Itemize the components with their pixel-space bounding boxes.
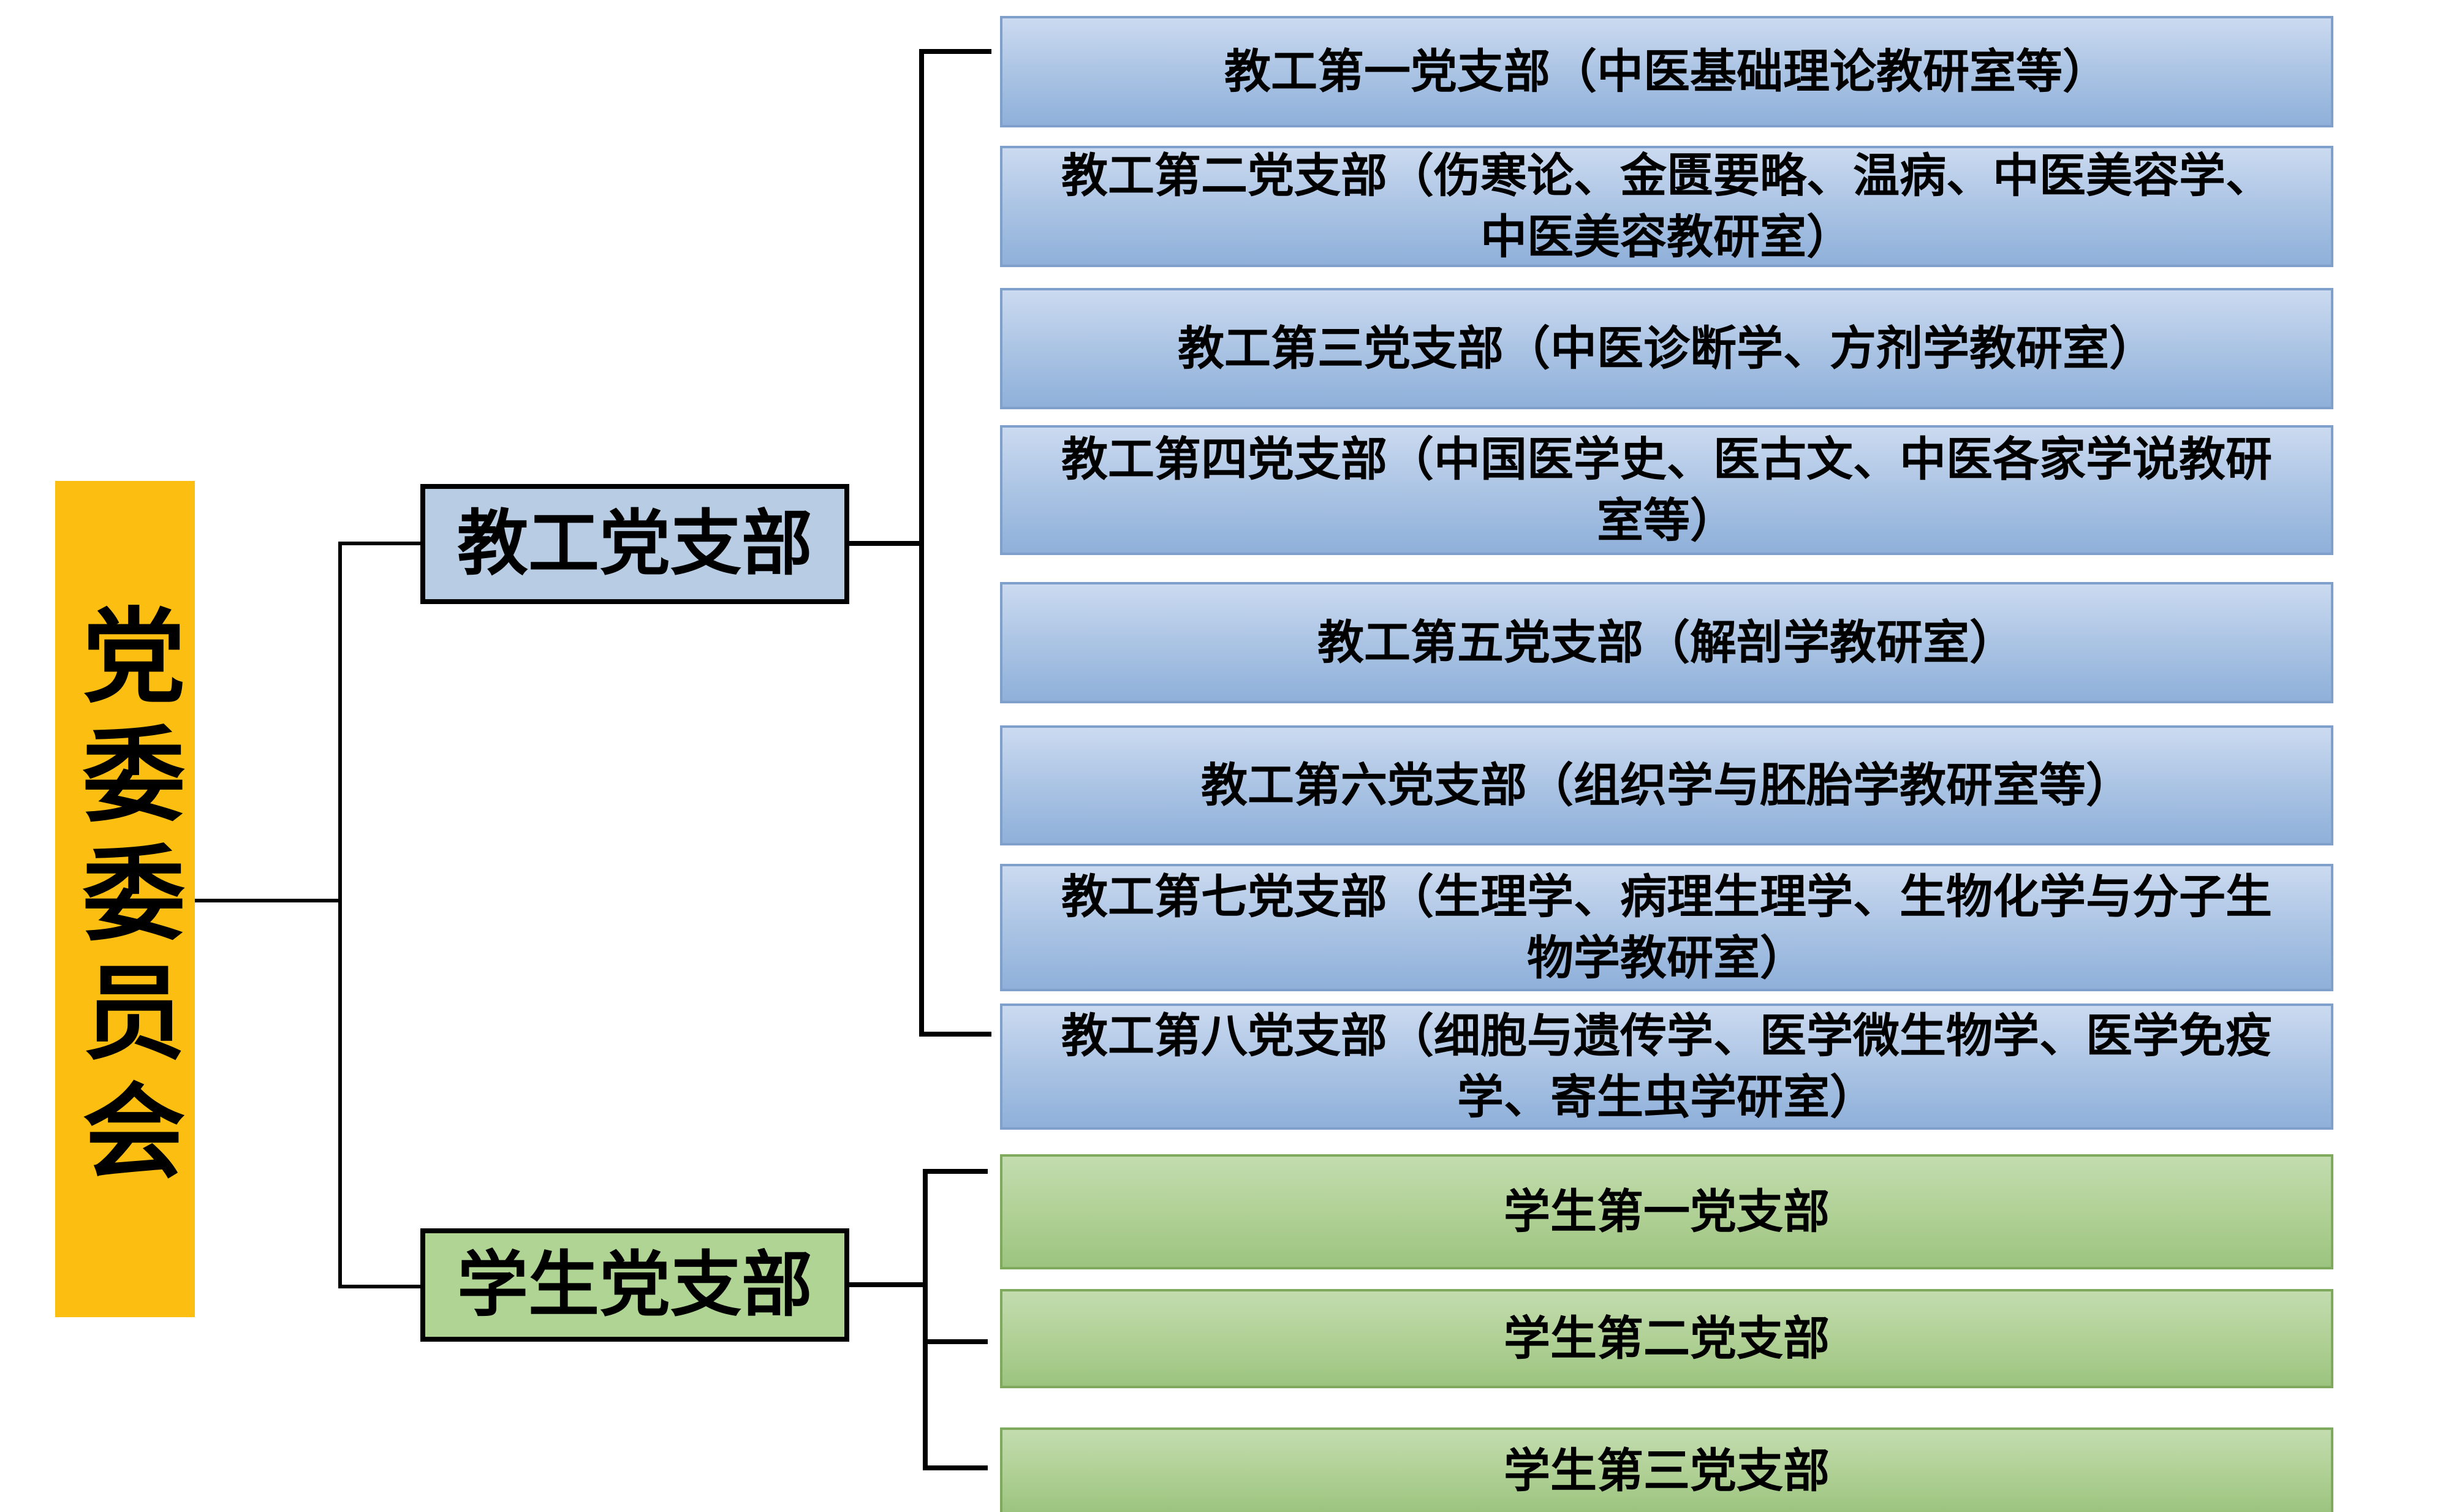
- party-committee-root-box: 党委委员会: [55, 481, 195, 1317]
- connector-student-stub-3: [923, 1465, 988, 1470]
- faculty-branch-box-3: 教工第三党支部（中医诊断学、方剂学教研室）: [1000, 288, 2333, 409]
- student-branch-box-2: 学生第二党支部: [1000, 1289, 2333, 1388]
- student-branch-box-3: 学生第三党支部: [1000, 1427, 2333, 1512]
- connector-to-student-header: [338, 1285, 420, 1288]
- connector-faculty-stub-bottom: [919, 1032, 991, 1037]
- connector-faculty-stub-top: [919, 49, 991, 54]
- connector-faculty-trunk-vertical: [919, 49, 924, 1037]
- student-branch-header-box: 学生党支部: [420, 1228, 849, 1342]
- faculty-branch-box-8: 教工第八党支部（细胞与遗传学、医学微生物学、医学免疫学、寄生虫学研室）: [1000, 1004, 2333, 1130]
- faculty-branch-box-7: 教工第七党支部（生理学、病理生理学、生物化学与分子生物学教研室）: [1000, 864, 2333, 991]
- faculty-branch-box-5: 教工第五党支部（解剖学教研室）: [1000, 582, 2333, 703]
- connector-root-horizontal: [195, 899, 340, 902]
- connector-student-stub-1: [923, 1169, 988, 1174]
- faculty-branch-box-4: 教工第四党支部（中国医学史、医古文、中医各家学说教研室等）: [1000, 425, 2333, 555]
- connector-faculty-horizontal: [849, 541, 924, 546]
- faculty-branch-header-box: 教工党支部: [420, 484, 849, 604]
- student-branch-box-1: 学生第一党支部: [1000, 1154, 2333, 1269]
- faculty-branch-box-1: 教工第一党支部（中医基础理论教研室等）: [1000, 16, 2333, 127]
- connector-student-trunk-vertical: [923, 1169, 928, 1470]
- faculty-branch-box-6: 教工第六党支部（组织学与胚胎学教研室等）: [1000, 725, 2333, 845]
- faculty-branch-box-2: 教工第二党支部（伤寒论、金匮要略、温病、中医美容学、中医美容教研室）: [1000, 146, 2333, 267]
- connector-to-faculty-header: [338, 542, 420, 545]
- connector-student-stub-2: [923, 1339, 988, 1344]
- connector-root-trunk-vertical: [338, 542, 342, 1288]
- connector-student-horizontal: [849, 1282, 926, 1287]
